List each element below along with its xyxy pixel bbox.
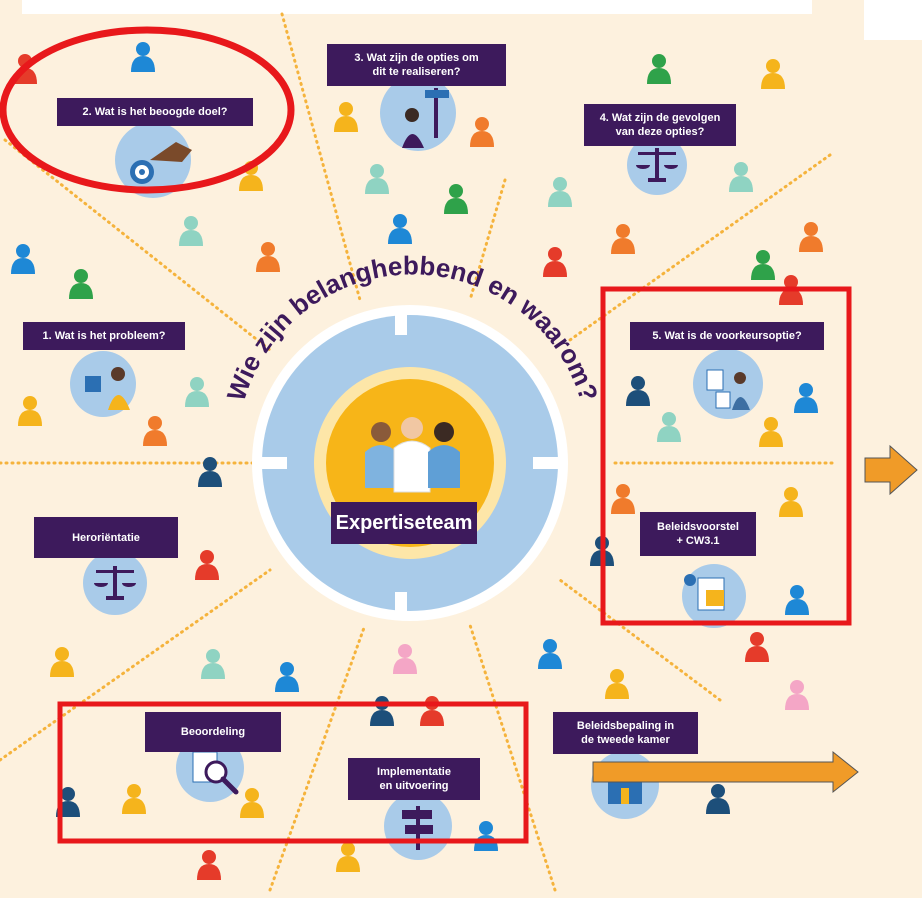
person-icon: [444, 184, 468, 214]
person-icon: [179, 216, 203, 246]
person-icon: [761, 59, 785, 89]
step-label-beleidsvoorstel: Beleidsvoorstel + CW3.1: [640, 512, 756, 556]
person-icon: [420, 696, 444, 726]
arrow-right-icon: [864, 444, 918, 496]
people-group: [11, 42, 823, 880]
person-icon: [50, 647, 74, 677]
experts-team-icon: [365, 417, 460, 493]
signpost-icon: [384, 792, 452, 860]
person-icon: [365, 164, 389, 194]
person-icon: [548, 177, 572, 207]
person-icon: [779, 487, 803, 517]
person-icon: [240, 788, 264, 818]
highlight-ellipse-doel: [0, 26, 295, 194]
person-icon: [626, 376, 650, 406]
person-icon: [275, 662, 299, 692]
step-label-voorkeur: 5. Wat is de voorkeursoptie?: [630, 322, 824, 350]
documents-person-icon: [693, 349, 763, 419]
person-icon: [197, 850, 221, 880]
top-right-white-strip: [864, 0, 922, 40]
person-icon: [729, 162, 753, 192]
top-white-strip: [22, 0, 812, 14]
scales-icon: [83, 551, 147, 615]
document-gear-icon: [682, 564, 746, 628]
signpost-person-icon: [380, 75, 456, 151]
step-label-herorientatie: Heroriëntatie: [34, 517, 178, 558]
step-label-doel: 2. Wat is het beoogde doel?: [57, 98, 253, 126]
step-label-probleem: 1. Wat is het probleem?: [23, 322, 185, 350]
person-icon: [538, 639, 562, 669]
person-icon: [393, 644, 417, 674]
parliament-building-icon: [591, 751, 659, 819]
step-label-beoordeling: Beoordeling: [145, 712, 281, 752]
person-icon: [605, 669, 629, 699]
person-icon: [759, 417, 783, 447]
person-icon: [785, 585, 809, 615]
person-icon: [706, 784, 730, 814]
person-icon: [336, 842, 360, 872]
person-icon: [799, 222, 823, 252]
person-icon: [611, 484, 635, 514]
person-icon: [122, 784, 146, 814]
scales-icon: [627, 135, 687, 195]
person-icon: [751, 250, 775, 280]
step-label-gevolgen: 4. Wat zijn de gevolgen van deze opties?: [584, 104, 736, 146]
person-icon: [256, 242, 280, 272]
person-icon: [657, 412, 681, 442]
person-icon: [785, 680, 809, 710]
person-icon: [779, 275, 803, 305]
center-label-expertiseteam: Expertiseteam: [331, 502, 477, 544]
target-hand-icon: [115, 122, 192, 198]
person-icon: [647, 54, 671, 84]
person-icon: [195, 550, 219, 580]
person-icon: [131, 42, 155, 72]
person-icon: [185, 377, 209, 407]
person-icon: [18, 396, 42, 426]
person-icon: [69, 269, 93, 299]
step-label-implementatie: Implementatie en uitvoering: [348, 758, 480, 800]
person-icon: [794, 383, 818, 413]
step-label-opties: 3. Wat zijn de opties om dit te realiser…: [327, 44, 506, 86]
person-icon: [474, 821, 498, 851]
person-icon: [388, 214, 412, 244]
step-label-beleidsbepaling: Beleidsbepaling in de tweede kamer: [553, 712, 698, 754]
highlight-box-voorkeur: [600, 286, 852, 626]
person-icon: [334, 102, 358, 132]
person-icon: [745, 632, 769, 662]
person-icon: [198, 457, 222, 487]
person-icon: [470, 117, 494, 147]
person-icon: [611, 224, 635, 254]
person-icon: [370, 696, 394, 726]
puzzle-person-icon: [70, 351, 136, 417]
arrow-right-icon: [592, 750, 859, 794]
person-icon: [201, 649, 225, 679]
person-icon: [143, 416, 167, 446]
person-icon: [11, 244, 35, 274]
person-icon: [543, 247, 567, 277]
highlight-box-beoordeling: [57, 701, 529, 844]
